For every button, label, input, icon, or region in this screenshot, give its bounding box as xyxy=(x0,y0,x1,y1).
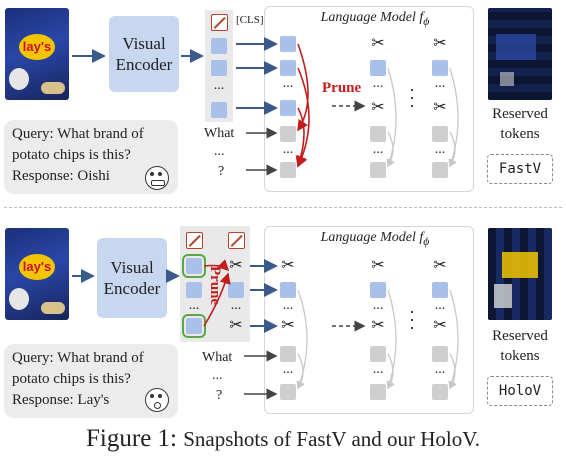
prune-label-bottom: Prune xyxy=(207,266,223,306)
ellipsis: ... xyxy=(434,362,446,377)
pruned-token-icon: ✂ xyxy=(281,317,295,334)
ellipsis: ... xyxy=(372,362,384,377)
lm-text-token xyxy=(370,126,386,142)
chips-logo: lay's xyxy=(19,34,55,60)
lm-text-token xyxy=(432,162,448,178)
lm-text-token xyxy=(280,126,296,142)
ellipsis: ... xyxy=(230,298,242,313)
lm-text-token xyxy=(280,162,296,178)
visual-token xyxy=(228,282,244,298)
pruned-token-icon: ✂ xyxy=(371,257,385,274)
ellipsis: ... xyxy=(282,298,294,313)
lm-text-token xyxy=(370,162,386,178)
pruned-token-icon: ✂ xyxy=(371,99,385,116)
lm-visual-token xyxy=(432,60,448,76)
mascot-shape xyxy=(9,288,29,310)
vertical-ellipsis: ··· xyxy=(409,302,415,338)
reserved-image-top xyxy=(488,8,552,100)
method-tag-holov: HoloV xyxy=(487,376,553,406)
lm-text-token xyxy=(280,346,296,362)
prune-label-top: Prune xyxy=(322,80,362,96)
lm-text-token xyxy=(432,384,448,400)
lm-visual-token xyxy=(280,36,296,52)
surprised-face-icon xyxy=(145,388,169,412)
selected-visual-token xyxy=(182,314,206,338)
text-token-ellipsis: ... xyxy=(214,144,225,159)
chip-shape xyxy=(41,82,65,94)
text-token-question: ? xyxy=(218,164,225,179)
lm-text-token xyxy=(280,384,296,400)
reserved-image-bottom xyxy=(488,228,552,320)
pruned-token-icon: ✂ xyxy=(371,35,385,52)
cls-token-top xyxy=(211,14,228,31)
ellipsis: ... xyxy=(434,142,446,157)
visual-token xyxy=(211,38,227,54)
input-image-bottom: lay's xyxy=(5,228,69,320)
text-token-what: What xyxy=(202,350,233,365)
lm-visual-token xyxy=(370,282,386,298)
chip-shape xyxy=(41,302,65,314)
pruned-token-icon: ✂ xyxy=(229,257,243,274)
mascot-shape xyxy=(9,68,29,90)
visual-token xyxy=(211,60,227,76)
visual-encoder-bottom: Visual Encoder xyxy=(97,238,167,318)
cls-token-bottom xyxy=(186,232,203,249)
selected-visual-token xyxy=(182,254,206,278)
ellipsis: ... xyxy=(282,142,294,157)
panel-divider xyxy=(4,207,562,208)
lm-text-token xyxy=(432,126,448,142)
input-image-top: lay's xyxy=(5,8,69,100)
cls-label: [CLS] xyxy=(236,14,264,26)
pruned-token-icon: ✂ xyxy=(229,317,243,334)
lm-visual-token xyxy=(280,282,296,298)
ellipsis: ... xyxy=(188,298,200,313)
pruned-token-icon: ✂ xyxy=(433,99,447,116)
lm-text-token xyxy=(370,384,386,400)
pruned-token-icon: ✂ xyxy=(281,257,295,274)
lm-visual-token xyxy=(280,60,296,76)
confused-face-icon xyxy=(145,166,169,190)
cls-token-bottom xyxy=(228,232,245,249)
text-token-question: ? xyxy=(216,388,223,403)
language-model-title-bottom: Language Model fϕ xyxy=(320,230,430,248)
pruned-token-icon: ✂ xyxy=(371,317,385,334)
pruned-token-icon: ✂ xyxy=(433,35,447,52)
reserved-tokens-label-top: Reserved tokens xyxy=(492,106,548,142)
visual-encoder-top: Visual Encoder xyxy=(109,16,179,92)
ellipsis: ... xyxy=(434,298,446,313)
lm-visual-token xyxy=(280,100,296,116)
lm-visual-token xyxy=(432,282,448,298)
reserved-tokens-label-bottom: Reserved tokens xyxy=(492,328,548,364)
chips-logo: lay's xyxy=(19,254,55,280)
text-token-what: What xyxy=(204,126,235,141)
ellipsis: ... xyxy=(372,142,384,157)
ellipsis: ... xyxy=(372,298,384,313)
visual-token xyxy=(211,102,227,118)
pruned-token-icon: ✂ xyxy=(433,257,447,274)
lm-visual-token xyxy=(370,60,386,76)
text-token-ellipsis: ... xyxy=(212,368,223,383)
ellipsis: ... xyxy=(282,76,294,91)
ellipsis: ... xyxy=(434,76,446,91)
lm-text-token xyxy=(432,346,448,362)
ellipsis: ... xyxy=(213,78,225,93)
method-tag-fastv: FastV xyxy=(487,154,553,184)
visual-token xyxy=(186,282,202,298)
ellipsis: ... xyxy=(372,76,384,91)
figure-caption: Figure 1: Snapshots of FastV and our Hol… xyxy=(86,425,480,452)
pruned-token-icon: ✂ xyxy=(433,317,447,334)
lm-text-token xyxy=(370,346,386,362)
vertical-ellipsis: ··· xyxy=(409,80,415,116)
language-model-title-top: Language Model fϕ xyxy=(320,10,430,28)
ellipsis: ... xyxy=(282,362,294,377)
